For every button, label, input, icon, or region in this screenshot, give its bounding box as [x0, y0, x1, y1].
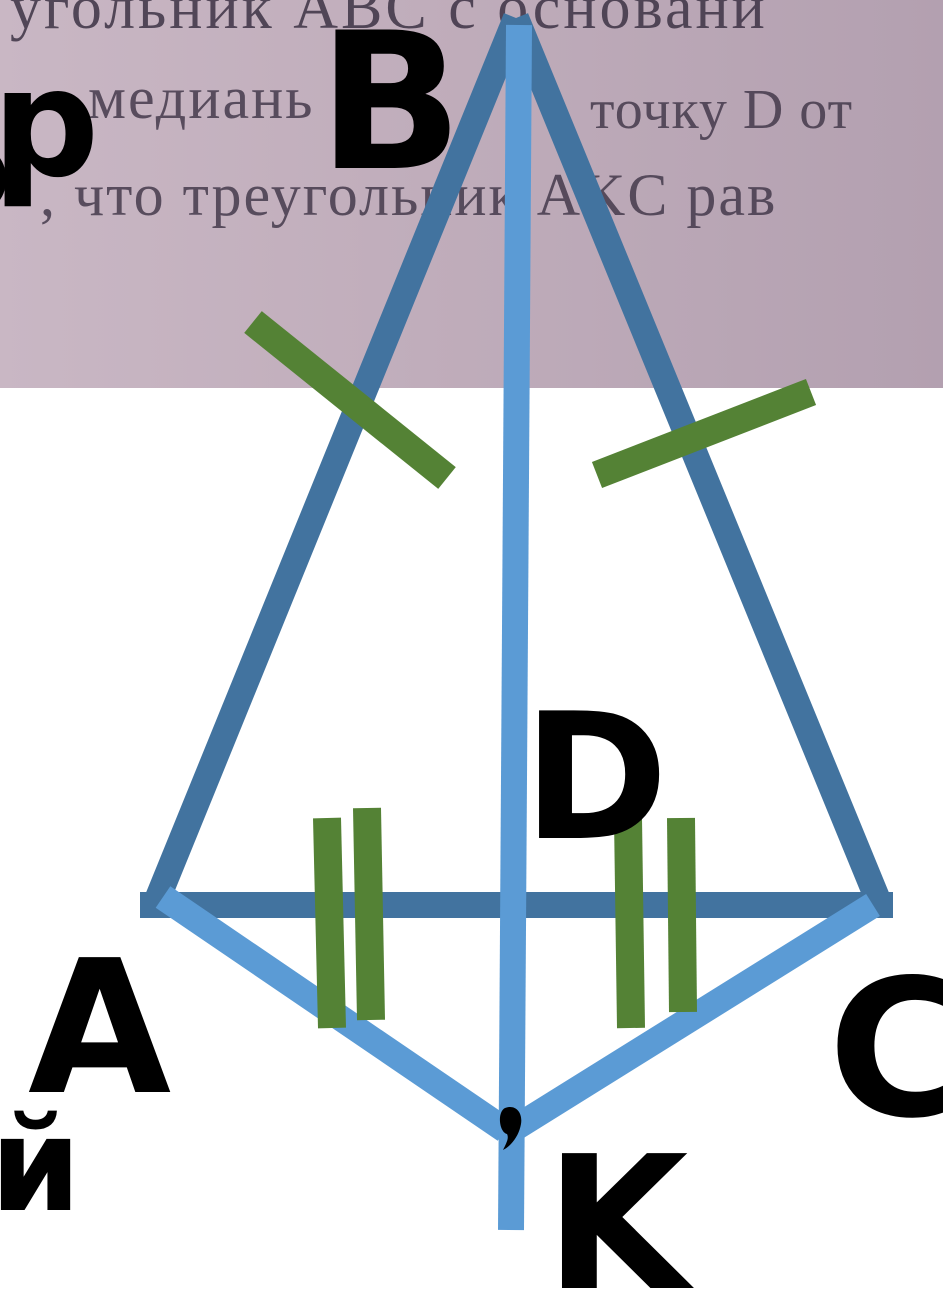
vertex-label-a: A — [28, 920, 171, 1136]
left-fragment-top: р — [0, 37, 99, 211]
vertex-label-c: C — [828, 939, 943, 1160]
photo-text-line-2b: точку D от — [590, 79, 853, 141]
textbook-photo-background — [0, 0, 943, 388]
median-bk — [498, 24, 532, 1231]
tick-ad-2 — [353, 807, 385, 1021]
apostrophe-mark — [499, 1106, 522, 1150]
photo-text-line-2a: медиань — [88, 65, 315, 131]
tick-ad-1 — [313, 817, 346, 1029]
vertex-label-d: D — [523, 677, 668, 880]
tick-dc-1 — [614, 817, 645, 1029]
tick-ab — [244, 311, 456, 489]
segment-ck — [505, 893, 880, 1142]
vertex-label-k: K — [545, 1116, 694, 1293]
left-fragment-bottom: й — [0, 1089, 81, 1241]
equality-ticks — [244, 311, 817, 1029]
photo-text-line-3: , что треугольник AKC рав — [40, 162, 777, 228]
side-bc — [503, 13, 893, 910]
tick-bc — [591, 378, 817, 489]
vertex-label-b: B — [318, 0, 463, 213]
left-fragment-middle: э — [0, 102, 11, 241]
tick-dc-2 — [667, 817, 697, 1013]
textbook-photo: угольник ABC с основани медиань точку D … — [0, 0, 943, 388]
side-ab — [142, 13, 529, 910]
photo-text-line-1: угольник ABC с основани — [10, 0, 768, 42]
